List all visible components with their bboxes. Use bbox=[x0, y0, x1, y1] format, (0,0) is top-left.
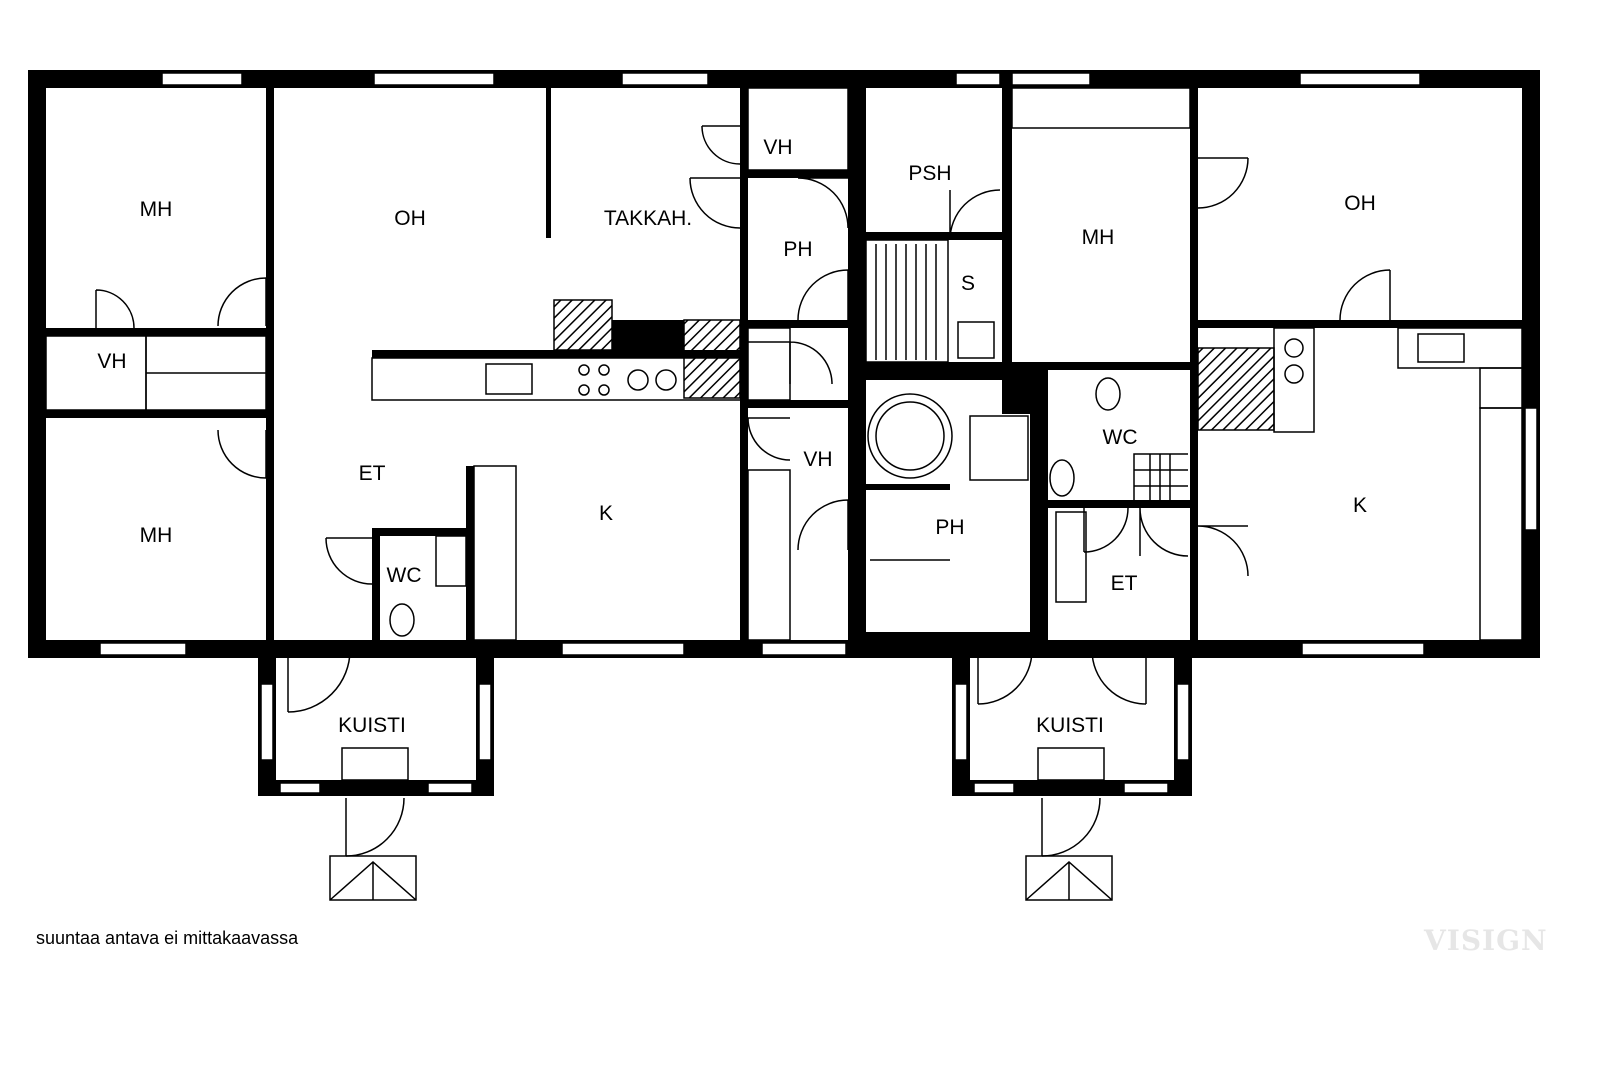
room-label-mh-1: MH bbox=[140, 198, 173, 221]
room-label-mh-2: MH bbox=[1082, 226, 1115, 249]
room-label-vh-2: VH bbox=[97, 350, 126, 373]
room-label-oh-1: OH bbox=[394, 207, 426, 230]
room-label-kuisti-2: KUISTI bbox=[1036, 714, 1104, 737]
scale-note: suuntaa antava ei mittakaavassa bbox=[36, 928, 299, 948]
room-label-ph-1: PH bbox=[783, 238, 812, 261]
sauna-bench bbox=[865, 239, 995, 363]
walls bbox=[28, 70, 1540, 796]
room-label-vh-1: VH bbox=[763, 136, 792, 159]
room-label-wc-1: WC bbox=[387, 564, 422, 587]
room-label-takkah: TAKKAH. bbox=[604, 207, 692, 230]
room-label-ph-2: PH bbox=[935, 516, 964, 539]
room-label-k-1: K bbox=[599, 502, 613, 525]
room-label-wc-2: WC bbox=[1103, 426, 1138, 449]
room-label-mh-3: MH bbox=[140, 524, 173, 547]
room-label-s: S bbox=[961, 272, 975, 295]
room-label-oh-2: OH bbox=[1344, 192, 1376, 215]
room-label-psh: PSH bbox=[908, 162, 951, 185]
room-labels: MH OH TAKKAH. VH PSH PH S MH OH VH ET MH… bbox=[97, 136, 1375, 737]
room-label-et-2: ET bbox=[1111, 572, 1138, 595]
room-label-vh-3: VH bbox=[803, 448, 832, 471]
watermark-logo: VISIGN bbox=[1424, 924, 1548, 957]
room-label-k-2: K bbox=[1353, 494, 1367, 517]
room-label-kuisti-1: KUISTI bbox=[338, 714, 406, 737]
windows bbox=[99, 72, 1538, 794]
room-label-et-1: ET bbox=[359, 462, 386, 485]
fixtures bbox=[45, 87, 1523, 901]
